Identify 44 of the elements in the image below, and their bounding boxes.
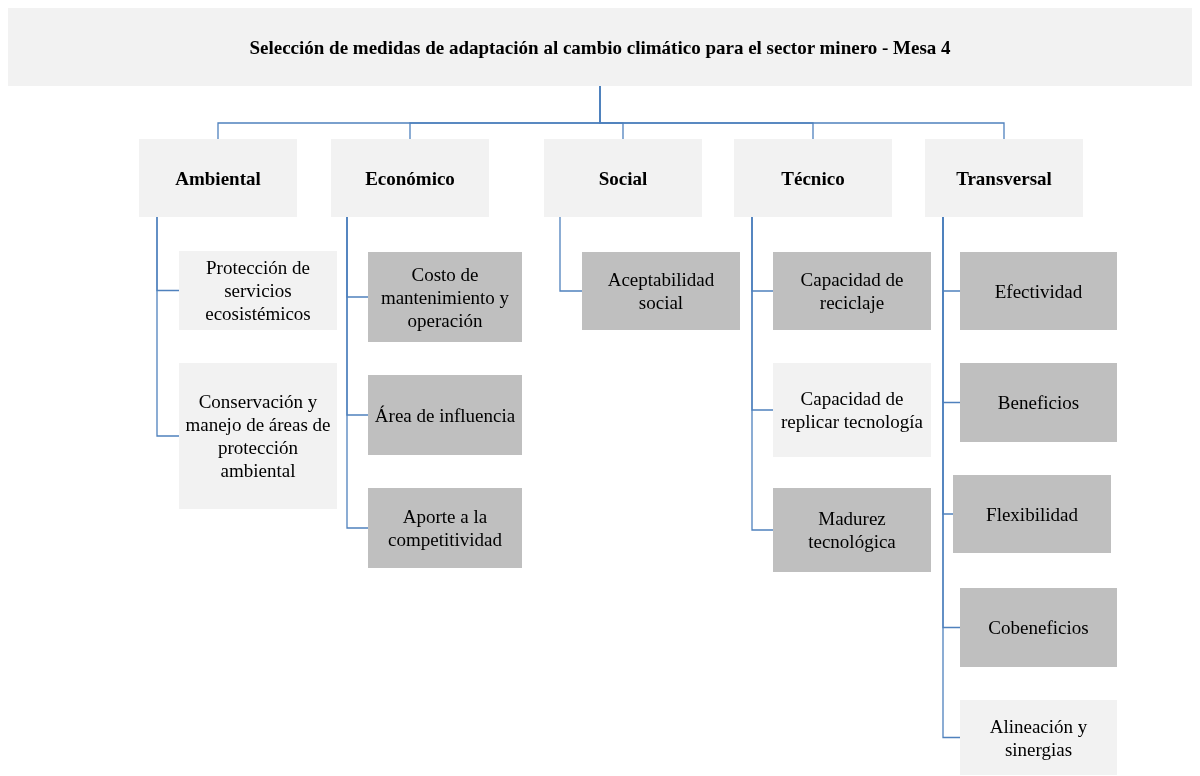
connector-line xyxy=(559,216,583,292)
connector-line xyxy=(751,216,774,531)
criterion-box xyxy=(773,363,931,457)
node-label: Selección de medidas de adaptación al cambio climático para el sector minero - Mesa 4 xyxy=(249,35,951,59)
node-label: Capacidad de replicar tecnología xyxy=(780,387,924,433)
category-box xyxy=(331,139,489,217)
node-label: Madurez tecnológica xyxy=(807,507,897,553)
node-label: Área de influencia xyxy=(374,403,516,427)
criterion-box xyxy=(773,252,931,330)
node-label: Flexibilidad xyxy=(986,502,1078,526)
criterion-box xyxy=(960,252,1117,330)
node-label: Aporte a la competitividad xyxy=(387,505,503,551)
title-box xyxy=(8,8,1192,86)
criterion-box xyxy=(960,363,1117,442)
node-label: Social xyxy=(598,166,648,190)
node-label: Beneficios xyxy=(997,391,1080,414)
connector-line xyxy=(346,216,369,529)
node-label: Conservación y manejo de áreas de protección ambiental xyxy=(185,390,331,482)
category-box xyxy=(544,139,702,217)
criterion-box xyxy=(582,252,740,330)
node-label: Económico xyxy=(365,166,455,190)
node-label: Efectividad xyxy=(994,279,1083,303)
node-label: Aceptabilidad social xyxy=(606,268,716,314)
connector-line xyxy=(156,216,180,437)
node-label: Protección de servicios ecosistémicos xyxy=(204,256,312,325)
category-box xyxy=(139,139,297,217)
criterion-box xyxy=(960,700,1117,775)
node-label: Costo de mantenimiento y operación xyxy=(379,262,511,332)
criterion-box xyxy=(179,251,337,330)
category-box xyxy=(734,139,892,217)
criterion-box xyxy=(960,588,1117,667)
node-label: Cobeneficios xyxy=(988,616,1089,639)
criterion-box xyxy=(179,363,337,509)
criterion-box xyxy=(368,375,522,455)
node-label: Capacidad de reciclaje xyxy=(799,268,905,314)
node-label: Ambiental xyxy=(175,166,261,190)
node-label: Técnico xyxy=(781,166,845,190)
criterion-box xyxy=(773,488,931,572)
criterion-box xyxy=(953,475,1111,553)
node-label: Alineación y sinergias xyxy=(988,714,1089,761)
criterion-box xyxy=(368,252,522,342)
node-label: Transversal xyxy=(956,166,1052,190)
criterion-box xyxy=(368,488,522,568)
category-box xyxy=(925,139,1083,217)
